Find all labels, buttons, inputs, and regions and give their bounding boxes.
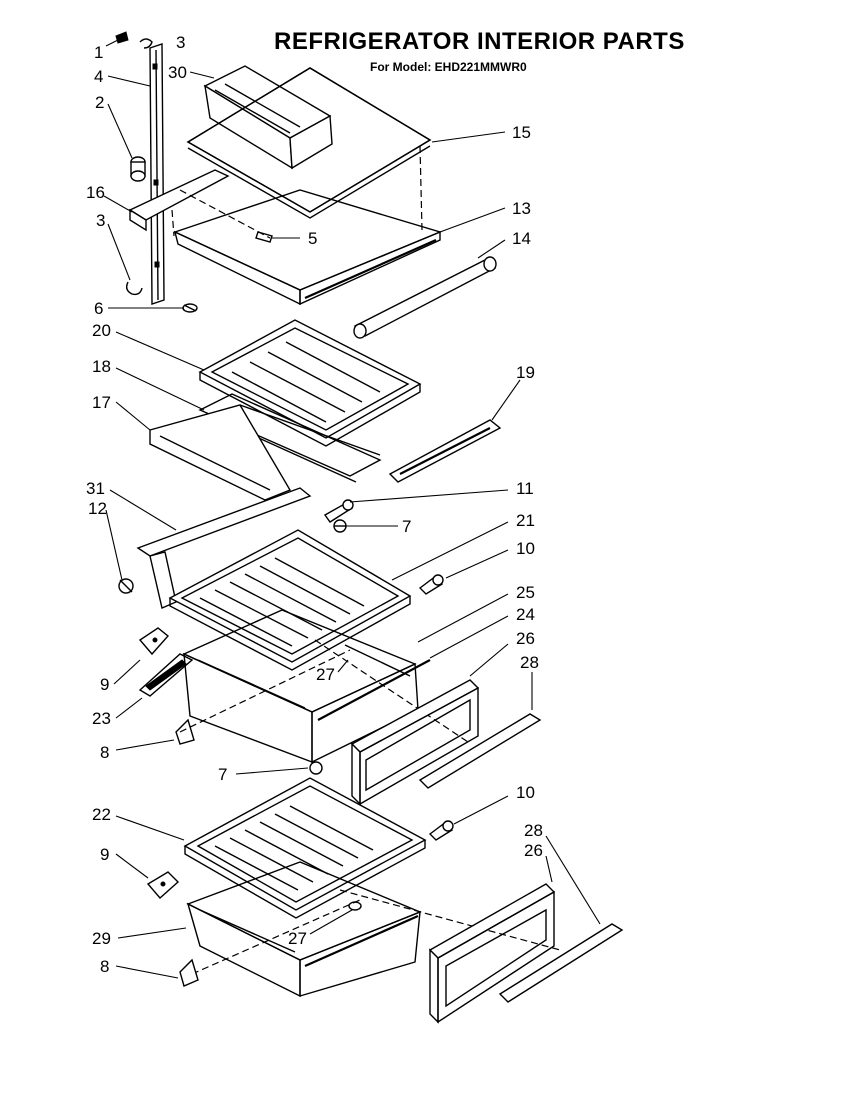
clip-part	[309, 761, 323, 775]
callout-19: 19	[516, 363, 535, 382]
diagram-subtitle: For Model: EHD221MMWR0	[370, 60, 527, 74]
callout-14: 14	[512, 229, 531, 248]
callout-8: 8	[100, 743, 109, 762]
callout-20: 20	[92, 321, 111, 340]
clip-part	[333, 519, 347, 533]
screw-part	[255, 231, 273, 243]
shelf-bracket-part	[136, 487, 312, 609]
callout-5: 5	[308, 229, 317, 248]
assembly-guide-line	[339, 889, 561, 951]
callout-26: 26	[516, 629, 535, 648]
callout-18: 18	[92, 357, 111, 376]
hinge-pin-part	[323, 499, 354, 523]
callout-1: 1	[94, 43, 103, 62]
callout-9: 9	[100, 675, 109, 694]
wire-shelf-part	[198, 319, 422, 447]
crisper-pan-part	[182, 609, 431, 764]
callout-27: 27	[316, 665, 335, 684]
callout-13: 13	[512, 199, 531, 218]
callout-8-lower: 8	[100, 957, 109, 976]
cover-support-part	[138, 627, 170, 656]
clip-part	[139, 38, 153, 49]
callout-24: 24	[516, 605, 535, 624]
drawer-front-part	[428, 883, 556, 1024]
callout-31: 31	[86, 479, 105, 498]
callout-10: 10	[516, 539, 535, 558]
drawer-trim-part	[498, 923, 624, 1003]
callout-28: 28	[520, 653, 539, 672]
callout-28-lower: 28	[524, 821, 543, 840]
deli-bin-part	[203, 65, 333, 170]
pan-divider-part	[348, 901, 362, 911]
callout-3: 3	[176, 33, 185, 52]
callout-4: 4	[94, 67, 103, 86]
callout-29: 29	[92, 929, 111, 948]
pan-support-part	[428, 820, 454, 841]
crisper-cover-part	[183, 777, 427, 919]
callout-25: 25	[516, 583, 535, 602]
shelf-trim-part	[353, 256, 497, 339]
callout-10-lower: 10	[516, 783, 535, 802]
pan-stop-part	[175, 718, 195, 745]
pan-support-part	[418, 574, 444, 595]
callout-30: 30	[168, 63, 187, 82]
drawer-front-part	[350, 679, 480, 806]
callout-21: 21	[516, 511, 535, 530]
callout-2: 2	[95, 93, 104, 112]
callout-11: 11	[516, 479, 534, 498]
screw-part	[182, 303, 198, 313]
crisper-cover-part	[168, 529, 412, 671]
leader-lines	[103, 39, 601, 979]
callout-6: 6	[94, 299, 103, 318]
shelf-rail-part	[149, 43, 165, 305]
shelf-support-part	[128, 169, 230, 232]
assembly-guide-line	[179, 189, 271, 239]
pan-stop-part	[179, 958, 199, 987]
assembly-guide-line	[191, 899, 361, 975]
assembly-guide-line	[314, 639, 469, 743]
diagram-title: REFRIGERATOR INTERIOR PARTS	[274, 28, 685, 55]
callout-12: 12	[88, 499, 107, 518]
callout-17: 17	[92, 393, 111, 412]
assembly-guide-line	[179, 649, 351, 733]
shelf-support-part	[149, 404, 381, 501]
pan-slide-part	[138, 653, 194, 697]
callout-3-lower: 3	[96, 211, 105, 230]
callout-27-lower: 27	[288, 929, 307, 948]
callout-22: 22	[92, 805, 111, 824]
callout-26-lower: 26	[524, 841, 543, 860]
shelf-frame-part	[171, 145, 443, 306]
callout-7-lower: 7	[218, 765, 227, 784]
callout-16: 16	[86, 183, 105, 202]
screw-part	[115, 31, 129, 44]
callout-23: 23	[92, 709, 111, 728]
callout-9-lower: 9	[100, 845, 109, 864]
callout-15: 15	[512, 123, 531, 142]
drawer-trim-part	[418, 713, 542, 789]
spacer-part	[130, 156, 146, 182]
glass-shelf-part	[186, 67, 432, 219]
clip-part	[125, 281, 143, 296]
shelf-trim-part	[388, 419, 502, 483]
support-clip-part	[118, 578, 134, 594]
callout-labels: 1 3 30 4 2 15 16 13 3 5 14 6 20 18 19 17…	[86, 33, 543, 976]
cover-support-part	[146, 871, 180, 899]
callout-7: 7	[402, 517, 411, 536]
